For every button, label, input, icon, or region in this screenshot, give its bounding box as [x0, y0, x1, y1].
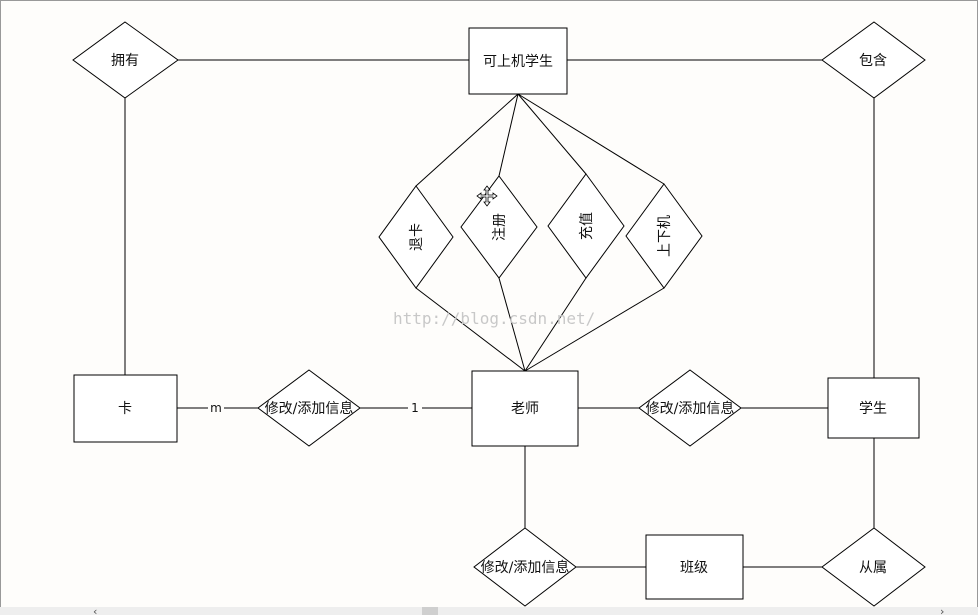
- edge-cs-onoff: [517, 93, 665, 185]
- edge-cs-recharge: [517, 93, 587, 175]
- scroll-left-arrow-icon[interactable]: ‹: [93, 605, 97, 615]
- relationship-recharge[interactable]: 充值: [547, 173, 625, 279]
- cardinality-m-bg: [208, 401, 224, 415]
- entity-card-box[interactable]: [73, 374, 178, 443]
- relationship-modify-card-label: 修改/添加信息: [265, 400, 354, 417]
- relationship-belong-label: 从属: [859, 560, 887, 576]
- relationship-belong-shape[interactable]: [821, 527, 926, 607]
- entity-class-box[interactable]: [645, 534, 744, 600]
- relationship-belong[interactable]: 从属: [821, 527, 926, 607]
- relationship-modify-student-label: 修改/添加信息: [646, 400, 735, 417]
- relationship-contain-label: 包含: [859, 53, 887, 69]
- relationship-modify-class-shape[interactable]: [473, 527, 577, 607]
- relationship-recharge-shape[interactable]: [547, 173, 625, 279]
- edge-onoff-teacher: [524, 287, 665, 372]
- relationship-modify-class-label: 修改/添加信息: [481, 559, 570, 576]
- entity-student[interactable]: 学生: [827, 377, 920, 439]
- relationship-on-off[interactable]: 上下机: [625, 183, 703, 289]
- relationship-register-label: 注册: [492, 213, 508, 241]
- edge-returncard-teacher: [415, 287, 526, 372]
- relationship-contain-shape[interactable]: [821, 21, 926, 99]
- entity-computer-student-box[interactable]: [468, 27, 568, 95]
- entity-student-label: 学生: [859, 401, 887, 417]
- entity-student-box[interactable]: [827, 377, 920, 439]
- horizontal-scrollbar[interactable]: ‹ ›: [0, 605, 978, 615]
- entity-class[interactable]: 班级: [645, 534, 744, 600]
- relationship-modify-card[interactable]: 修改/添加信息: [257, 369, 361, 447]
- entity-class-label: 班级: [680, 560, 708, 576]
- entity-teacher-label: 老师: [511, 401, 539, 417]
- relationship-modify-class[interactable]: 修改/添加信息: [473, 527, 577, 607]
- relationship-on-off-label: 上下机: [657, 215, 673, 257]
- cardinality-1-label: 1: [411, 401, 419, 415]
- relationship-modify-student-shape[interactable]: [638, 369, 742, 447]
- relationship-own[interactable]: 拥有: [72, 21, 179, 99]
- relationship-own-label: 拥有: [111, 53, 139, 69]
- relationship-contain[interactable]: 包含: [821, 21, 926, 99]
- relationship-return-card[interactable]: 退卡: [378, 185, 454, 289]
- move-cursor-icon: [476, 185, 498, 207]
- relationship-modify-card-shape[interactable]: [257, 369, 361, 447]
- scrollbar-thumb[interactable]: [422, 607, 438, 615]
- relationship-register[interactable]: 注册: [460, 175, 538, 279]
- relationship-on-off-shape[interactable]: [625, 183, 703, 289]
- entity-teacher-box[interactable]: [471, 370, 579, 447]
- watermark-text: http://blog.csdn.net/: [393, 309, 595, 328]
- relationship-recharge-label: 充值: [579, 212, 595, 240]
- relationship-own-shape[interactable]: [72, 21, 179, 99]
- scrollbar-track[interactable]: [0, 607, 978, 615]
- edge-cs-returncard: [415, 93, 519, 187]
- relationship-modify-student[interactable]: 修改/添加信息: [638, 369, 742, 447]
- edge-register-teacher: [498, 277, 526, 372]
- relationship-return-card-shape[interactable]: [378, 185, 454, 289]
- entity-card-label: 卡: [118, 401, 132, 417]
- cardinality-m-label: m: [210, 401, 222, 415]
- entity-computer-student-label: 可上机学生: [483, 54, 553, 70]
- relationship-register-shape[interactable]: [460, 175, 538, 279]
- scroll-right-arrow-icon[interactable]: ›: [940, 605, 944, 615]
- edge-recharge-teacher: [524, 277, 587, 372]
- entity-teacher[interactable]: 老师: [471, 370, 579, 447]
- entity-computer-student[interactable]: 可上机学生: [468, 27, 568, 95]
- cardinality-1-bg: [408, 401, 422, 415]
- entity-card[interactable]: 卡: [73, 374, 178, 443]
- relationship-return-card-label: 退卡: [409, 223, 425, 251]
- edge-cs-register: [498, 93, 519, 177]
